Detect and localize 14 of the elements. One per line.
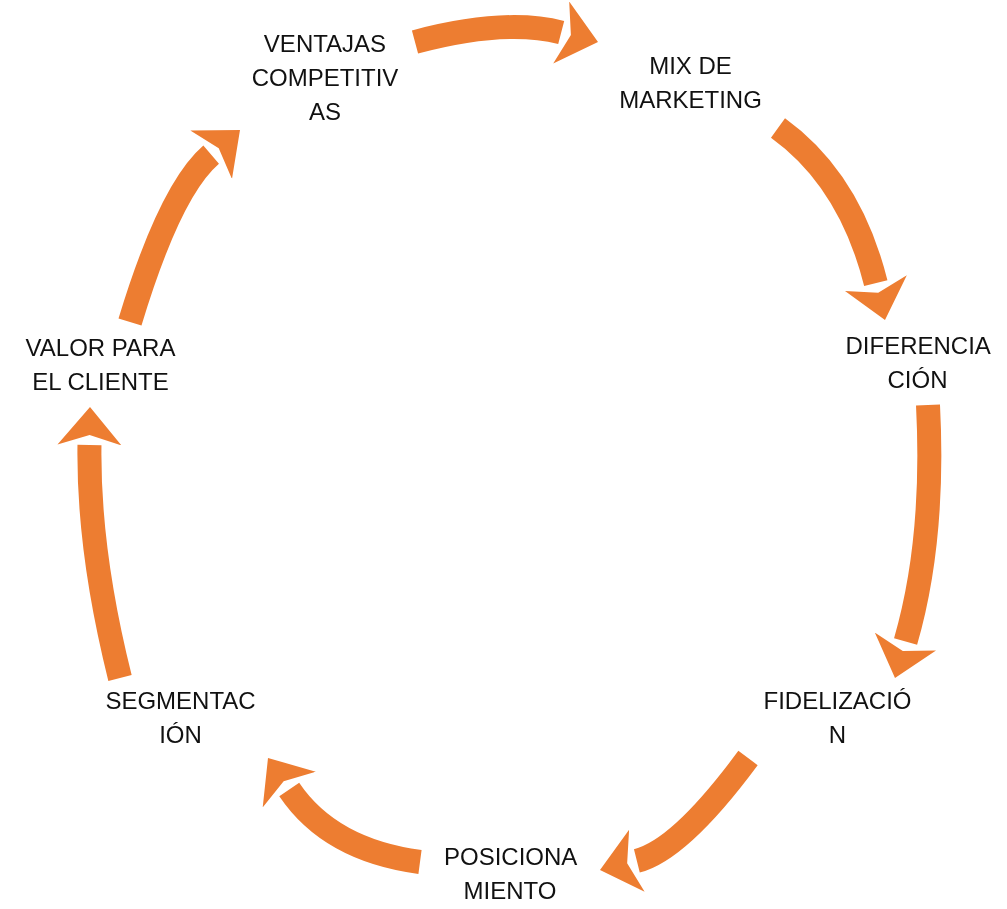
node-label: DIFERENCIA CIÓN: [845, 330, 990, 395]
curved-arrow: [874, 404, 942, 679]
node-label: MIX DE MARKETING: [619, 51, 762, 115]
curved-arrow: [57, 407, 132, 681]
node-label: FIDELIZACIÓ N: [763, 686, 912, 750]
curved-arrow: [770, 118, 907, 320]
curved-arrow: [263, 758, 422, 874]
node-label: POSICIONA MIENTO: [443, 841, 576, 906]
node-label: VALOR PARA EL CLIENTE: [24, 332, 177, 397]
curved-arrow: [600, 750, 758, 892]
node-label: SEGMENTAC IÓN: [105, 686, 256, 750]
curved-arrow: [412, 1, 599, 64]
curved-arrow: [118, 128, 239, 326]
node-label: VENTAJAS COMPETITIV AS: [251, 28, 399, 127]
